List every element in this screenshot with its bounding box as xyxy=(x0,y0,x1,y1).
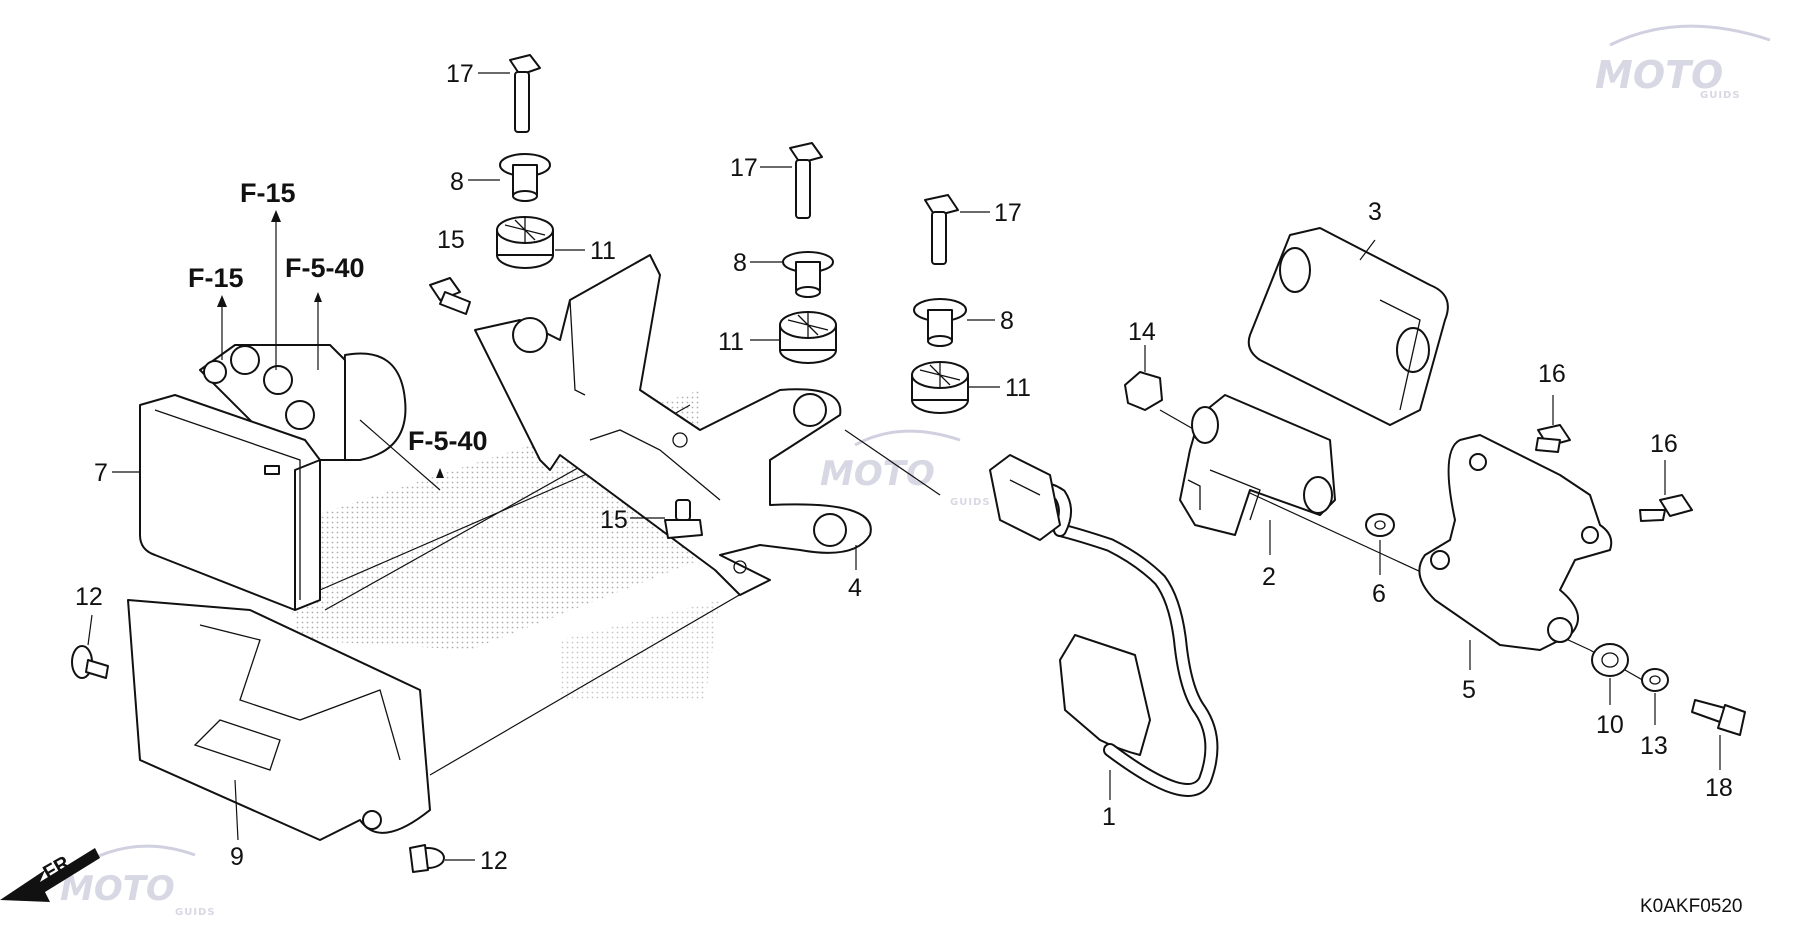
collar-8-right xyxy=(913,298,967,347)
callout-13: 13 xyxy=(1640,732,1668,760)
callout-7: 7 xyxy=(94,459,108,487)
collar-8-top xyxy=(499,153,551,202)
callout-12-lower: 12 xyxy=(480,847,508,875)
callout-17-top: 17 xyxy=(446,60,474,88)
callout-11-top: 11 xyxy=(590,237,616,265)
bolt-17-middle xyxy=(789,142,823,219)
bolt-15-left xyxy=(429,277,471,315)
bolt-15-lower xyxy=(664,499,703,539)
callout-1: 1 xyxy=(1102,803,1116,831)
bolt-18 xyxy=(1691,699,1746,736)
ref-f15-left: F-15 xyxy=(188,263,244,293)
watermark-logo-bottom-left: MOTO GUIDS xyxy=(60,844,216,918)
callout-10: 10 xyxy=(1596,711,1624,739)
svg-text:GUIDS: GUIDS xyxy=(1700,90,1741,101)
washer-6 xyxy=(1365,513,1395,537)
svg-text:MOTO: MOTO xyxy=(820,454,935,494)
screw-12-lower xyxy=(409,844,445,873)
ref-f540-right: F-5-40 xyxy=(408,426,488,456)
callout-5: 5 xyxy=(1462,676,1476,704)
callout-17-right: 17 xyxy=(994,199,1022,227)
wire-harness xyxy=(989,454,1219,797)
callout-2: 2 xyxy=(1262,563,1276,591)
callout-15-left: 15 xyxy=(437,226,465,254)
grommet-11-top xyxy=(496,216,554,269)
abs-modulator-unit xyxy=(139,344,407,611)
svg-text:MOTO: MOTO xyxy=(1595,53,1723,97)
svg-text:MOTO: MOTO xyxy=(60,869,175,909)
reference-arrows xyxy=(217,210,444,491)
callout-6: 6 xyxy=(1372,580,1386,608)
ref-f15-top: F-15 xyxy=(240,178,296,208)
screw-12-left xyxy=(71,645,109,679)
lower-cover xyxy=(127,599,431,841)
callout-leaders xyxy=(87,72,1721,861)
collar-8-middle xyxy=(782,251,834,298)
svg-text:GUIDS: GUIDS xyxy=(950,497,991,508)
mounting-bracket xyxy=(474,254,872,596)
grommet-11-middle xyxy=(779,311,837,364)
section-references: F-15 F-15 F-5-40 F-5-40 xyxy=(188,178,488,456)
callout-15-lower: 15 xyxy=(600,506,628,534)
callout-16-upper: 16 xyxy=(1538,360,1566,388)
nut-14 xyxy=(1124,371,1163,411)
callout-8-middle: 8 xyxy=(733,249,747,277)
grommet-11-right xyxy=(911,361,969,414)
callout-9: 9 xyxy=(230,843,244,871)
ref-f540-top: F-5-40 xyxy=(285,253,365,283)
callout-18: 18 xyxy=(1705,774,1733,802)
callout-labels: 17 17 17 8 8 8 11 11 11 15 15 7 12 12 9 … xyxy=(75,60,1733,875)
callout-8-top: 8 xyxy=(450,168,464,196)
callout-14: 14 xyxy=(1128,318,1156,346)
callout-8-right: 8 xyxy=(1000,307,1014,335)
bolt-16-right xyxy=(1639,494,1693,522)
callout-11-right: 11 xyxy=(1005,374,1031,402)
callout-11-middle: 11 xyxy=(718,328,744,356)
callout-12-left: 12 xyxy=(75,583,103,611)
washer-13 xyxy=(1641,668,1669,692)
watermark-logo-top-right: MOTO GUIDS xyxy=(1595,24,1771,101)
ecu-cover xyxy=(1247,227,1449,426)
callout-4: 4 xyxy=(848,574,862,602)
callout-17-middle: 17 xyxy=(730,154,758,182)
control-unit xyxy=(1179,394,1336,536)
callout-16-right: 16 xyxy=(1650,430,1678,458)
grommet-10 xyxy=(1591,643,1629,677)
diagram-code: K0AKF0520 xyxy=(1640,896,1742,917)
watermark-logo-center: MOTO GUIDS xyxy=(820,429,991,508)
bolt-17-top xyxy=(509,54,541,133)
bolt-17-right xyxy=(924,194,959,265)
svg-text:GUIDS: GUIDS xyxy=(175,907,216,918)
bolt-16-upper xyxy=(1535,424,1571,453)
side-bracket xyxy=(1418,434,1613,651)
callout-3: 3 xyxy=(1368,198,1382,226)
